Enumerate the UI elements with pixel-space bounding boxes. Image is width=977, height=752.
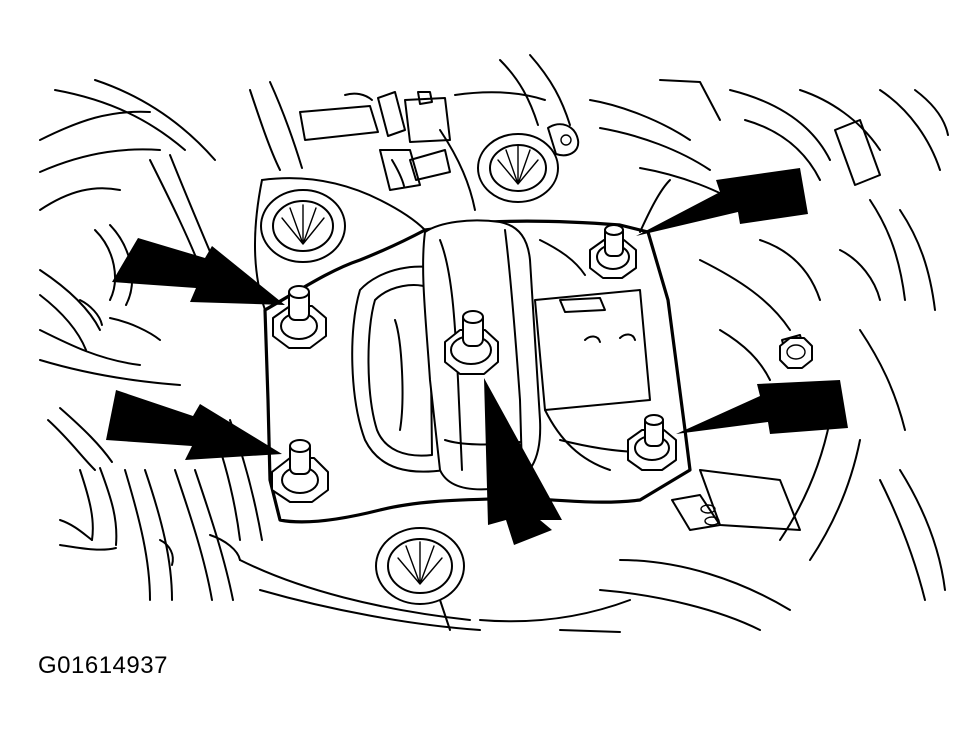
grommet-top-center (477, 133, 559, 203)
arrow-upper-right (636, 168, 808, 236)
figure-id-label: G01614937 (38, 652, 168, 679)
arrow-center (484, 378, 562, 545)
arrow-lower-right (676, 380, 848, 434)
nut-lower-right (627, 414, 677, 471)
nut-upper-left (272, 285, 327, 349)
arrow-lower-left (106, 390, 282, 460)
nut-center (444, 310, 499, 375)
arrow-upper-left (112, 238, 285, 305)
engine-bay-background (39, 54, 949, 633)
nut-lower-left (271, 439, 329, 503)
grommet-top-left (260, 189, 346, 263)
nut-upper-right (589, 224, 637, 279)
grommet-bottom (375, 527, 465, 605)
small-bolt-right (779, 337, 813, 369)
isolator-housing (351, 239, 671, 473)
